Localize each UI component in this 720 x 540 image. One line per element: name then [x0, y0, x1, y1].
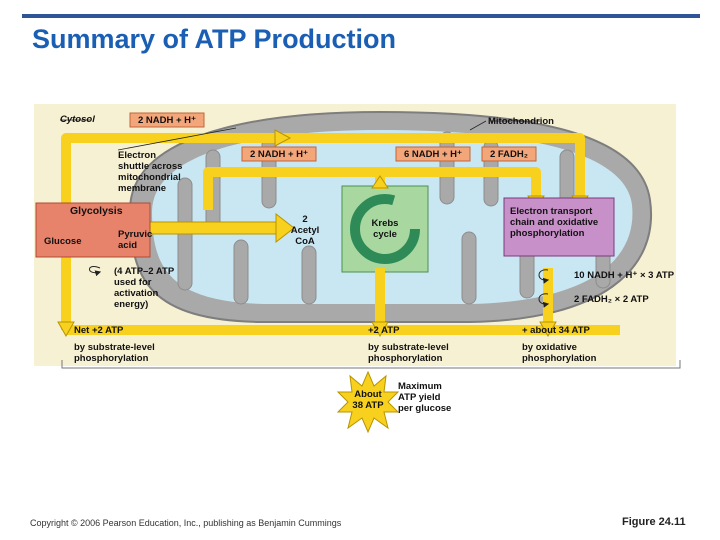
summary-bracket [61, 360, 681, 369]
page-title: Summary of ATP Production [32, 24, 397, 54]
fadh2-box [481, 146, 537, 162]
glycolysis-box [35, 202, 151, 258]
nadh-2-box [241, 146, 317, 162]
figure-number: Figure 24.11 [622, 516, 686, 528]
krebs-cycle-ring [350, 194, 420, 264]
glucose-label: Glucose [44, 236, 82, 247]
nadh-cytosol-label: 2 NADH + H⁺ [137, 114, 197, 126]
glycolysis-label: Glycolysis [70, 205, 123, 217]
krebs-atp-label: +2 ATP [368, 325, 400, 336]
nadh-6-label: 6 NADH + H⁺ [403, 148, 463, 160]
fadh-yield-label: 2 FADH₂ × 2 ATP [574, 294, 649, 305]
mitochondrion-label: Mitochondrion [488, 116, 554, 127]
nadh-yield-label: 10 NADH + H⁺ × 3 ATP [574, 270, 675, 281]
nadh-2-label: 2 NADH + H⁺ [249, 148, 309, 160]
cytosol-label: Cytosol [60, 114, 95, 125]
nadh-6-box [395, 146, 471, 162]
nadh-cytosol-box [129, 112, 205, 128]
shuttle-pointer [117, 127, 237, 151]
net-atp-label: Net +2 ATP [74, 325, 124, 336]
title-rule [22, 14, 700, 18]
copyright-text: Copyright © 2006 Pearson Education, Inc.… [30, 518, 342, 528]
atp-starburst [336, 370, 400, 434]
etc-box [503, 197, 615, 257]
ox-atp-label: + about 34 ATP [522, 325, 590, 336]
fadh2-label: 2 FADH₂ [489, 148, 528, 160]
